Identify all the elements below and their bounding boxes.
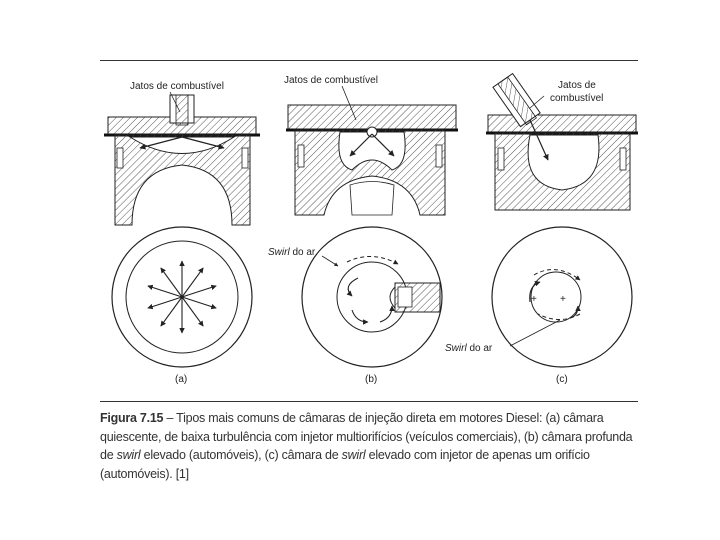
caption-swirl-2: swirl bbox=[341, 448, 366, 463]
swirl-rest: do ar bbox=[466, 343, 493, 354]
panel-label-c: (c) bbox=[556, 374, 568, 385]
fuel-jets-label-c-line1: Jatos de bbox=[558, 80, 596, 91]
plus-sign-center: + bbox=[560, 294, 566, 305]
piston-section-a bbox=[104, 91, 260, 226]
fuel-jets-label-b: Jatos de combustível bbox=[284, 75, 378, 86]
spray-ray bbox=[160, 296, 183, 327]
spray-ray bbox=[147, 284, 183, 298]
bottom-rule bbox=[100, 401, 638, 402]
swirl-word: Swirl bbox=[268, 247, 290, 258]
spray-ray bbox=[147, 296, 183, 310]
swirl-word: Swirl bbox=[445, 343, 467, 354]
top-rule bbox=[100, 60, 638, 61]
piston-section-c bbox=[486, 72, 638, 211]
spray-ray bbox=[160, 267, 183, 298]
air-swirl-label-b: Swirl do ar bbox=[268, 247, 315, 258]
spray-ray bbox=[181, 267, 204, 298]
top-view-c bbox=[491, 226, 633, 368]
top-view-b bbox=[301, 226, 443, 368]
caption-text-2: elevado (automóveis), (c) câmara de bbox=[140, 448, 342, 463]
swirl-rest: do ar bbox=[289, 247, 316, 258]
spray-ray bbox=[181, 296, 217, 310]
caption-swirl-1: swirl bbox=[116, 448, 141, 463]
spray-ray bbox=[181, 284, 217, 298]
panel-label-a: (a) bbox=[175, 374, 188, 385]
top-view-a bbox=[111, 226, 253, 368]
caption-text-3: elevado com injetor de apenas um orifíci… bbox=[100, 448, 590, 481]
air-swirl-label-c: Swirl do ar bbox=[445, 343, 492, 354]
plus-sign-left: + bbox=[531, 294, 537, 305]
figure-caption: Figura 7.15 – Tipos mais comuns de câmar… bbox=[100, 409, 640, 483]
fuel-jets-label-c-line2: combustível bbox=[550, 93, 604, 104]
figure-number: Figura 7.15 bbox=[100, 411, 164, 425]
injection-chamber-figure bbox=[104, 72, 638, 368]
spray-ray bbox=[181, 296, 204, 327]
fuel-jets-label-a: Jatos de combustível bbox=[130, 81, 224, 92]
piston-section-b bbox=[286, 85, 458, 216]
caption-text-1: – Tipos mais comuns de câmaras de injeçã… bbox=[100, 411, 633, 463]
panel-label-b: (b) bbox=[365, 374, 378, 385]
